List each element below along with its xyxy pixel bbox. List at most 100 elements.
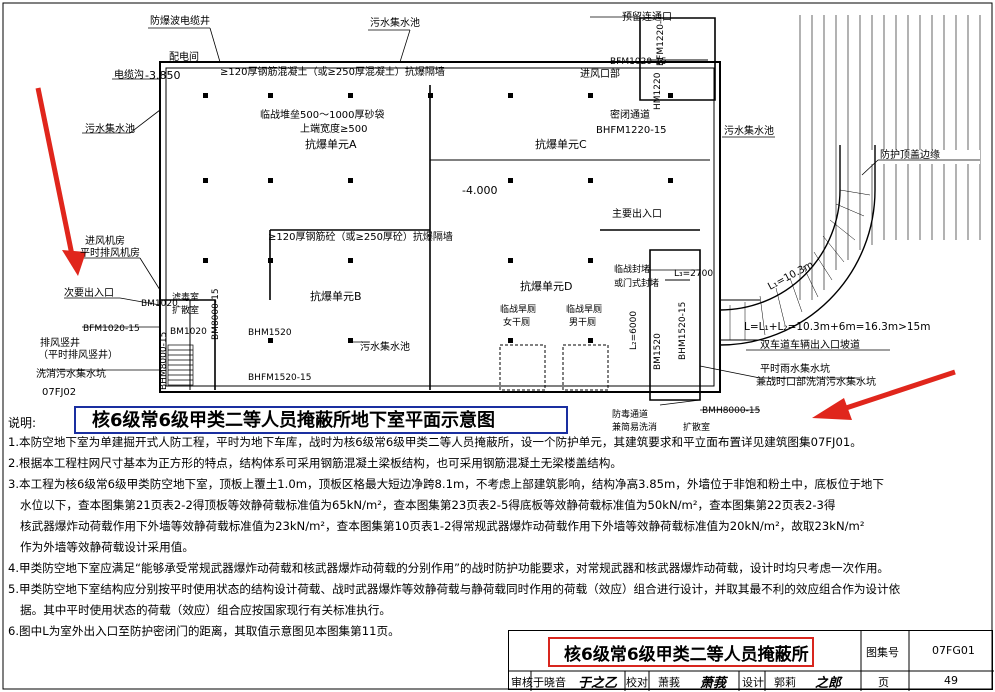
label-sand-bags-1: 临战堆垒500～1000厚砂袋 bbox=[260, 108, 385, 121]
label-sealed-passage: 密闭通道 bbox=[610, 108, 650, 121]
label-air-intake: 进风口部 bbox=[580, 67, 620, 80]
title-block bbox=[508, 630, 994, 691]
hatch-area bbox=[799, 15, 981, 300]
vehicle-ramp bbox=[719, 145, 876, 346]
label-diffusion: 扩散室 bbox=[683, 421, 710, 433]
label-wc-f-2: 女干厕 bbox=[503, 316, 530, 328]
outer-wall bbox=[159, 61, 721, 393]
designer-signature: 之郎 bbox=[815, 676, 842, 691]
atlas-label: 图集号 bbox=[866, 646, 899, 659]
drawing-title: 核6级常6级甲类二等人员掩蔽所 bbox=[564, 645, 809, 665]
label-bfm1020-top: BFM1020-15 bbox=[610, 57, 667, 67]
note-line-5: 核武器爆炸动荷载作用下外墙等效静荷载标准值为23kN/m²，查本图集第10页表1… bbox=[20, 519, 865, 533]
label-wc-f-1: 临战旱厕 bbox=[500, 303, 536, 315]
label-wc-m-1: 临战旱厕 bbox=[566, 303, 602, 315]
plan-caption: 核6级常6级甲类二等人员掩蔽所地下室平面示意图 bbox=[92, 410, 496, 431]
ramp-hatch bbox=[729, 189, 871, 340]
label-closing-1: 临战封堵 bbox=[614, 263, 650, 275]
label-elev-4000: -4.000 bbox=[462, 184, 497, 197]
label-wash-pit-left: 洗消污水集水坑 bbox=[36, 367, 106, 380]
label-wall-120: ≥120厚钢筋混凝土（或≥250厚混凝土）抗爆隔墙 bbox=[220, 65, 445, 78]
check-label: 校对 bbox=[626, 676, 648, 689]
note-line-7: 4.甲类防空地下室应满足“能够承受常规武器爆炸动荷载和核武器爆炸动荷载的分别作用… bbox=[8, 561, 890, 575]
label-bm8000: BHM8000-15 bbox=[159, 332, 169, 390]
reviewer-name: 于晓音 bbox=[533, 676, 566, 689]
label-bhfm1220: BHFM1220-15 bbox=[596, 125, 667, 136]
note-line-2: 2.根据本工程柱网尺寸基本为正方形的特点，结构体系可采用钢筋混凝土梁板结构，也可… bbox=[8, 456, 622, 470]
note-line-1: 1.本防空地下室为单建掘开式人防工程，平时为地下车库，战时为核6级常6级甲类二等… bbox=[8, 435, 862, 449]
label-filter-room-2: 扩散室 bbox=[172, 304, 199, 316]
stair bbox=[167, 344, 194, 386]
label-fan-room-1: 进风机房 bbox=[85, 234, 125, 247]
label-gas-1: 防毒通道 bbox=[612, 408, 648, 420]
label-secondary-entrance: 次要出入口 bbox=[64, 286, 114, 299]
label-bm8000-side: BM8000-15 bbox=[211, 288, 221, 340]
label-l2: L₂=6000 bbox=[629, 311, 639, 350]
note-line-4: 水位以下，查本图集第21页表2-2得顶板等效静荷载标准值为65kN/m²，查本图… bbox=[20, 498, 836, 512]
label-exhaust-shaft-1: 排风竖井 bbox=[40, 336, 80, 349]
label-bm1020: BM1020 bbox=[141, 299, 178, 309]
plan-labels: 防爆波电缆井 污水集水池 预留连通口 配电间 -3.850 电缆沟 ≥120厚钢… bbox=[36, 10, 940, 433]
label-distribution-room: 配电间 bbox=[169, 50, 199, 63]
page-number: 49 bbox=[944, 674, 958, 687]
label-wall-120b: ≥120厚钢筋砼（或≥250厚砼）抗爆隔墙 bbox=[268, 230, 453, 243]
note-line-9: 据。其中平时使用状态的荷载（效应）组合应按国家现行有关标准执行。 bbox=[20, 603, 392, 617]
label-filter-room-1: 滤毒室 bbox=[172, 291, 199, 303]
label-wc-m-2: 男干厕 bbox=[569, 317, 596, 328]
label-main-entrance: 主要出入口 bbox=[612, 207, 662, 220]
label-sewage-left: 污水集水池 bbox=[85, 122, 135, 135]
page-label: 页 bbox=[878, 676, 889, 689]
title-highlight-box bbox=[548, 637, 814, 667]
design-label: 设计 bbox=[742, 676, 764, 689]
atlas-number: 07FG01 bbox=[932, 644, 975, 657]
label-bmh8000: BMH8000-15 bbox=[702, 406, 760, 416]
label-sand-bags-2: 上端宽度≥500 bbox=[300, 122, 367, 135]
label-sewage-mid: 污水集水池 bbox=[360, 340, 410, 353]
note-line-8: 5.甲类防空地下室结构应分别按平时使用状态的结构设计荷载、战时武器爆炸等效静荷载… bbox=[8, 582, 901, 596]
label-unit-c: 抗爆单元C bbox=[535, 137, 587, 151]
leader-lines bbox=[40, 16, 980, 411]
label-unit-a: 抗爆单元A bbox=[305, 137, 357, 151]
title-block-grid bbox=[509, 631, 994, 691]
checker-signature: 萧莪 bbox=[700, 676, 727, 691]
label-blast-shaft: 防爆波电缆井 bbox=[150, 14, 210, 27]
label-sump-2: 兼战时口部洗消污水集水坑 bbox=[756, 375, 876, 388]
checker-name: 萧莪 bbox=[658, 676, 680, 689]
notes-label: 说明: bbox=[8, 416, 37, 430]
label-bhm1520: BHM1520 bbox=[248, 328, 292, 338]
label-elev-3850: -3.850 bbox=[145, 69, 180, 82]
label-l3: L₃=2700 bbox=[674, 269, 713, 279]
note-line-6: 作为外墙等效静荷载设计采用值。 bbox=[20, 540, 194, 554]
label-roof-edge: 防护顶盖边缘 bbox=[880, 148, 940, 161]
label-sewage-top: 污水集水池 bbox=[370, 16, 420, 29]
label-bhfm1520: BHFM1520-15 bbox=[248, 373, 312, 383]
label-cable-trench: 电缆沟 bbox=[114, 68, 144, 81]
label-reserved-opening: 预留连通口 bbox=[622, 10, 672, 23]
label-hm1220: HM1220 bbox=[653, 72, 663, 110]
note-line-10: 6.图中L为室外出入口至防护密闭门的距离，其取值示意图见本图集第11页。 bbox=[8, 624, 400, 638]
caption-box bbox=[74, 406, 568, 434]
label-fan-room-2: 平时排风机房 bbox=[80, 246, 140, 259]
review-label: 审核 bbox=[511, 676, 533, 689]
label-exhaust-shaft-2: （平时排风竖井） bbox=[38, 348, 118, 361]
label-fj02: 07FJ02 bbox=[42, 387, 76, 398]
label-bm1020-b: BM1020 bbox=[170, 327, 207, 337]
columns bbox=[203, 93, 673, 343]
note-line-3: 3.本工程为核6级常6级甲类防空地下室，顶板上覆土1.0m，顶板区格最大短边净跨… bbox=[8, 477, 884, 491]
label-unit-d: 抗爆单元D bbox=[520, 279, 572, 293]
label-bhm1520-b: BHM1520-15 bbox=[678, 302, 688, 360]
notes: 1.本防空地下室为单建掘开式人防工程，平时为地下车库，战时为核6级常6级甲类二等… bbox=[8, 432, 993, 642]
label-sewage-right: 污水集水池 bbox=[724, 124, 774, 137]
reviewer-signature: 于之乙 bbox=[578, 676, 618, 691]
designer-name: 郭莉 bbox=[774, 676, 796, 689]
label-bfm1220-vert: BFM1220- bbox=[656, 21, 666, 66]
label-ramp: 双车道车辆出入口坡道 bbox=[760, 338, 860, 351]
label-closing-2: 或门式封堵 bbox=[614, 277, 659, 289]
dry-toilets bbox=[499, 344, 609, 391]
red-arrows bbox=[35, 87, 956, 420]
label-gas-2: 兼简易洗消 bbox=[612, 421, 657, 433]
label-bm1520: BM1520 bbox=[653, 333, 663, 370]
label-sump-1: 平时雨水集水坑 bbox=[760, 362, 830, 375]
